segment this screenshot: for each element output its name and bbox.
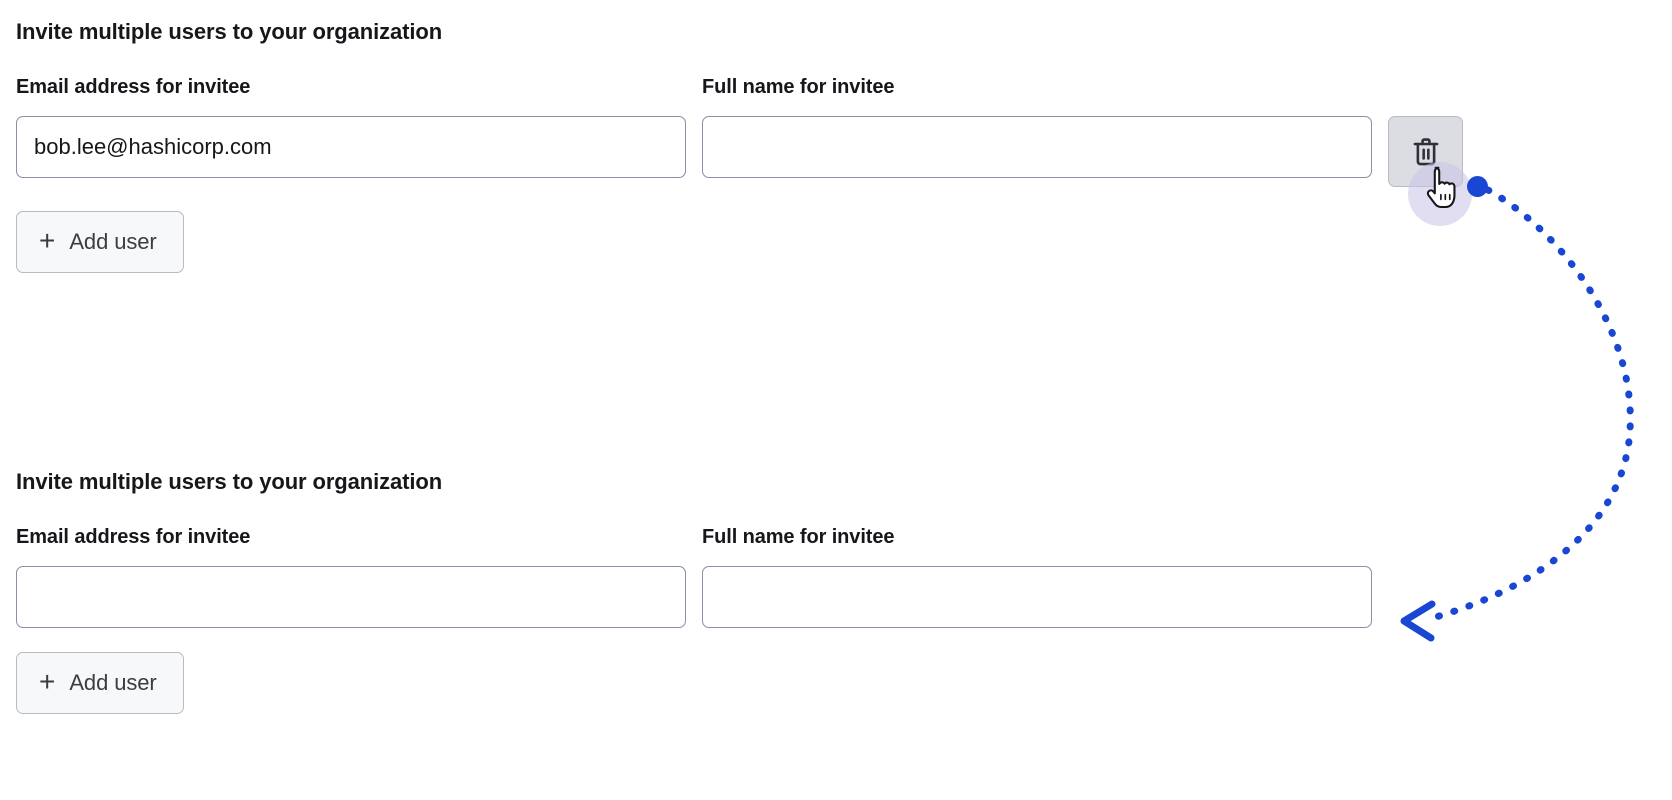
fullname-field-label-2: Full name for invitee: [702, 526, 895, 548]
plus-icon-2: +: [39, 666, 56, 697]
email-field-group: Email address for invitee: [16, 74, 686, 178]
email-field-label-2: Email address for invitee: [16, 526, 251, 548]
trash-icon: [1411, 136, 1441, 168]
page-title: Invite multiple users to your organizati…: [16, 19, 443, 44]
fullname-field-group-2: Full name for invitee: [702, 524, 1372, 628]
add-user-button-label: Add user: [69, 229, 157, 254]
annotation-start-dot: [1467, 176, 1488, 197]
fullname-field-label: Full name for invitee: [702, 76, 895, 98]
invite-form-section-after: Invite multiple users to your organizati…: [16, 468, 1372, 714]
email-input-2[interactable]: [16, 566, 686, 628]
plus-icon: +: [39, 225, 56, 256]
fullname-input-2[interactable]: [702, 566, 1372, 628]
add-user-button[interactable]: + Add user: [16, 211, 184, 273]
add-user-button-label-2: Add user: [69, 670, 157, 695]
fullname-input[interactable]: [702, 116, 1372, 178]
invite-row-2: Email address for invitee Full name for …: [16, 524, 1372, 628]
invite-form-section-before: Invite multiple users to your organizati…: [16, 18, 1463, 273]
invite-row: Email address for invitee Full name for …: [16, 74, 1463, 187]
email-input[interactable]: [16, 116, 686, 178]
annotation-arrowhead: [1400, 600, 1436, 642]
add-user-button-2[interactable]: + Add user: [16, 652, 184, 714]
delete-user-button[interactable]: [1388, 116, 1463, 187]
page-title-2: Invite multiple users to your organizati…: [16, 469, 443, 494]
email-field-label: Email address for invitee: [16, 76, 251, 98]
email-field-group-2: Email address for invitee: [16, 524, 686, 628]
fullname-field-group: Full name for invitee: [702, 74, 1372, 178]
